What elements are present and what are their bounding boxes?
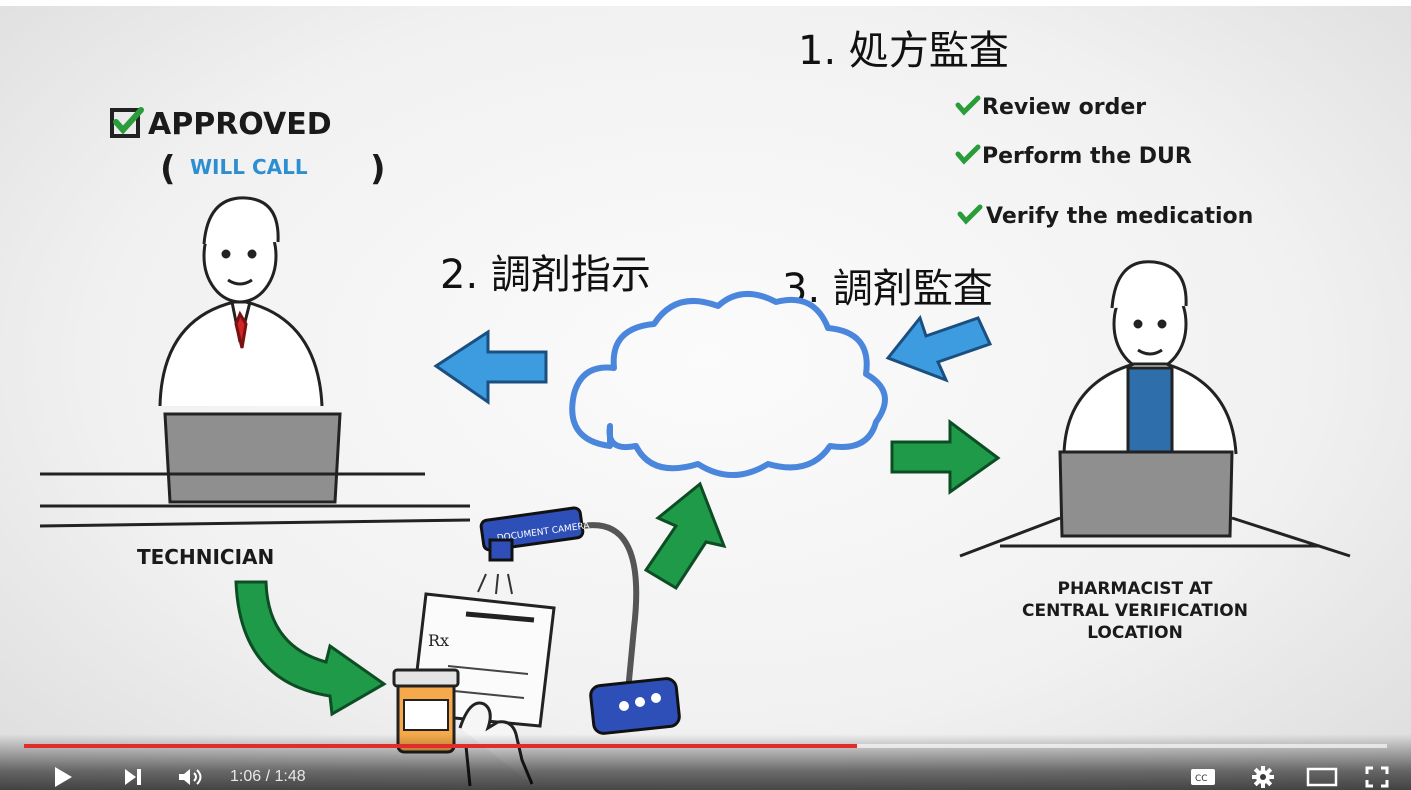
captions-icon: CC — [1191, 769, 1215, 785]
arrow-curved-green-icon — [234, 580, 387, 717]
captions-button[interactable]: CC — [1186, 764, 1220, 790]
technician-laptop — [39, 412, 471, 528]
step-3-title: 3. 調剤監査 — [782, 266, 993, 312]
pharmacist-label: PHARMACIST AT CENTRAL VERIFICATION LOCAT… — [1022, 579, 1248, 643]
pharmacist-label-line: PHARMACIST AT — [1057, 579, 1212, 599]
checklist: Review order Perform the DUR Verify the … — [955, 95, 1253, 229]
cloud-icon — [569, 290, 888, 478]
time-display: 1:06 / 1:48 — [230, 768, 306, 785]
player-controls: 1:06 / 1:48 CC — [0, 734, 1411, 790]
next-icon — [125, 769, 141, 785]
video-frame-illustration: 1. 処方監査 Review order Perform the DUR Ver… — [39, 28, 1351, 787]
pharmacist-figure — [1062, 260, 1238, 456]
checkmark-icon — [955, 144, 981, 165]
volume-button[interactable] — [174, 764, 208, 790]
volume-icon — [179, 769, 202, 785]
approved-paren-open: ( — [160, 149, 176, 189]
video-player[interactable]: 1. 処方監査 Review order Perform the DUR Ver… — [0, 6, 1411, 790]
approved-subtitle: WILL CALL — [190, 155, 308, 179]
arrow-left-blue-icon — [433, 329, 548, 405]
checkmark-icon — [957, 204, 983, 225]
play-icon — [55, 767, 72, 787]
checklist-item-label: Review order — [982, 95, 1146, 120]
fullscreen-button[interactable] — [1360, 764, 1394, 790]
document-camera: DOCUMENT CAMERA — [477, 506, 681, 735]
progress-bar[interactable] — [24, 744, 1387, 748]
approved-title: APPROVED — [148, 107, 332, 142]
approved-paren-close: ) — [370, 149, 386, 189]
checkmark-icon — [113, 107, 144, 135]
step-2-title: 2. 調剤指示 — [440, 252, 651, 298]
pharmacist-laptop — [959, 450, 1351, 558]
next-button[interactable] — [118, 764, 148, 790]
checklist-item-label: Verify the medication — [986, 204, 1253, 229]
checkmark-icon — [955, 95, 981, 116]
settings-gear-icon — [1252, 766, 1274, 788]
pharmacist-label-line: LOCATION — [1087, 623, 1183, 643]
pharmacist-label-line: CENTRAL VERIFICATION — [1022, 601, 1248, 621]
technician-label: TECHNICIAN — [137, 545, 274, 569]
theater-mode-button[interactable] — [1302, 764, 1342, 790]
checklist-item: Verify the medication — [957, 204, 1253, 229]
approved-stamp: APPROVED ( WILL CALL ) — [110, 107, 386, 189]
rx-symbol: Rx — [428, 631, 449, 650]
settings-button[interactable] — [1246, 764, 1280, 790]
step-1-title: 1. 処方監査 — [798, 28, 1009, 74]
arrow-up-green-icon — [643, 481, 727, 591]
progress-played — [24, 744, 857, 748]
play-button[interactable] — [48, 764, 78, 790]
theater-mode-icon — [1306, 767, 1338, 787]
arrow-incoming-blue-icon — [885, 314, 993, 383]
checklist-item: Review order — [955, 95, 1146, 120]
svg-text:CC: CC — [1195, 774, 1208, 784]
technician-figure — [158, 196, 324, 407]
checklist-item-label: Perform the DUR — [982, 144, 1192, 169]
arrow-right-green-icon — [890, 419, 1001, 495]
fullscreen-icon — [1365, 766, 1389, 788]
checklist-item: Perform the DUR — [955, 144, 1192, 169]
checkbox-icon — [110, 108, 140, 138]
